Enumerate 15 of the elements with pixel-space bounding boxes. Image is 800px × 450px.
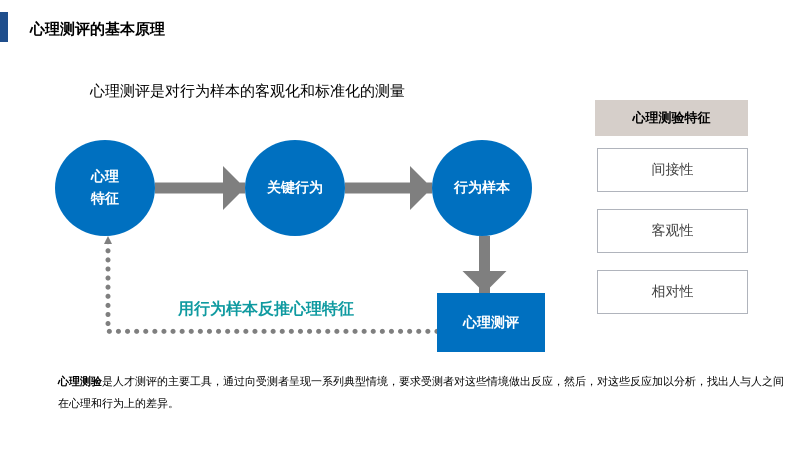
subtitle: 心理测评是对行为样本的客观化和标准化的测量 [90,82,405,101]
header-box: 心理测验特征 [595,100,748,136]
process-circle: 行为样本 [432,140,532,236]
arrow [462,236,506,293]
process-circle: 关键行为 [245,140,345,236]
process-circle: 心理特征 [55,140,155,236]
slide-title: 心理测评的基本原理 [30,20,165,39]
arrow [345,166,432,210]
feature-box: 相对性 [597,270,748,314]
feature-box: 客观性 [597,209,748,253]
arrow [155,166,245,210]
process-box: 心理测评 [437,293,545,352]
feature-box: 间接性 [597,148,748,192]
description-paragraph: 心理测验是人才测评的主要工具，通过向受测者呈现一系列典型情境，要求受测者对这些情境做出反应，然后，对这些反应加以分析，找出人与人之间在心理和行为上的差异。 [58,374,785,412]
arrow [104,234,440,334]
